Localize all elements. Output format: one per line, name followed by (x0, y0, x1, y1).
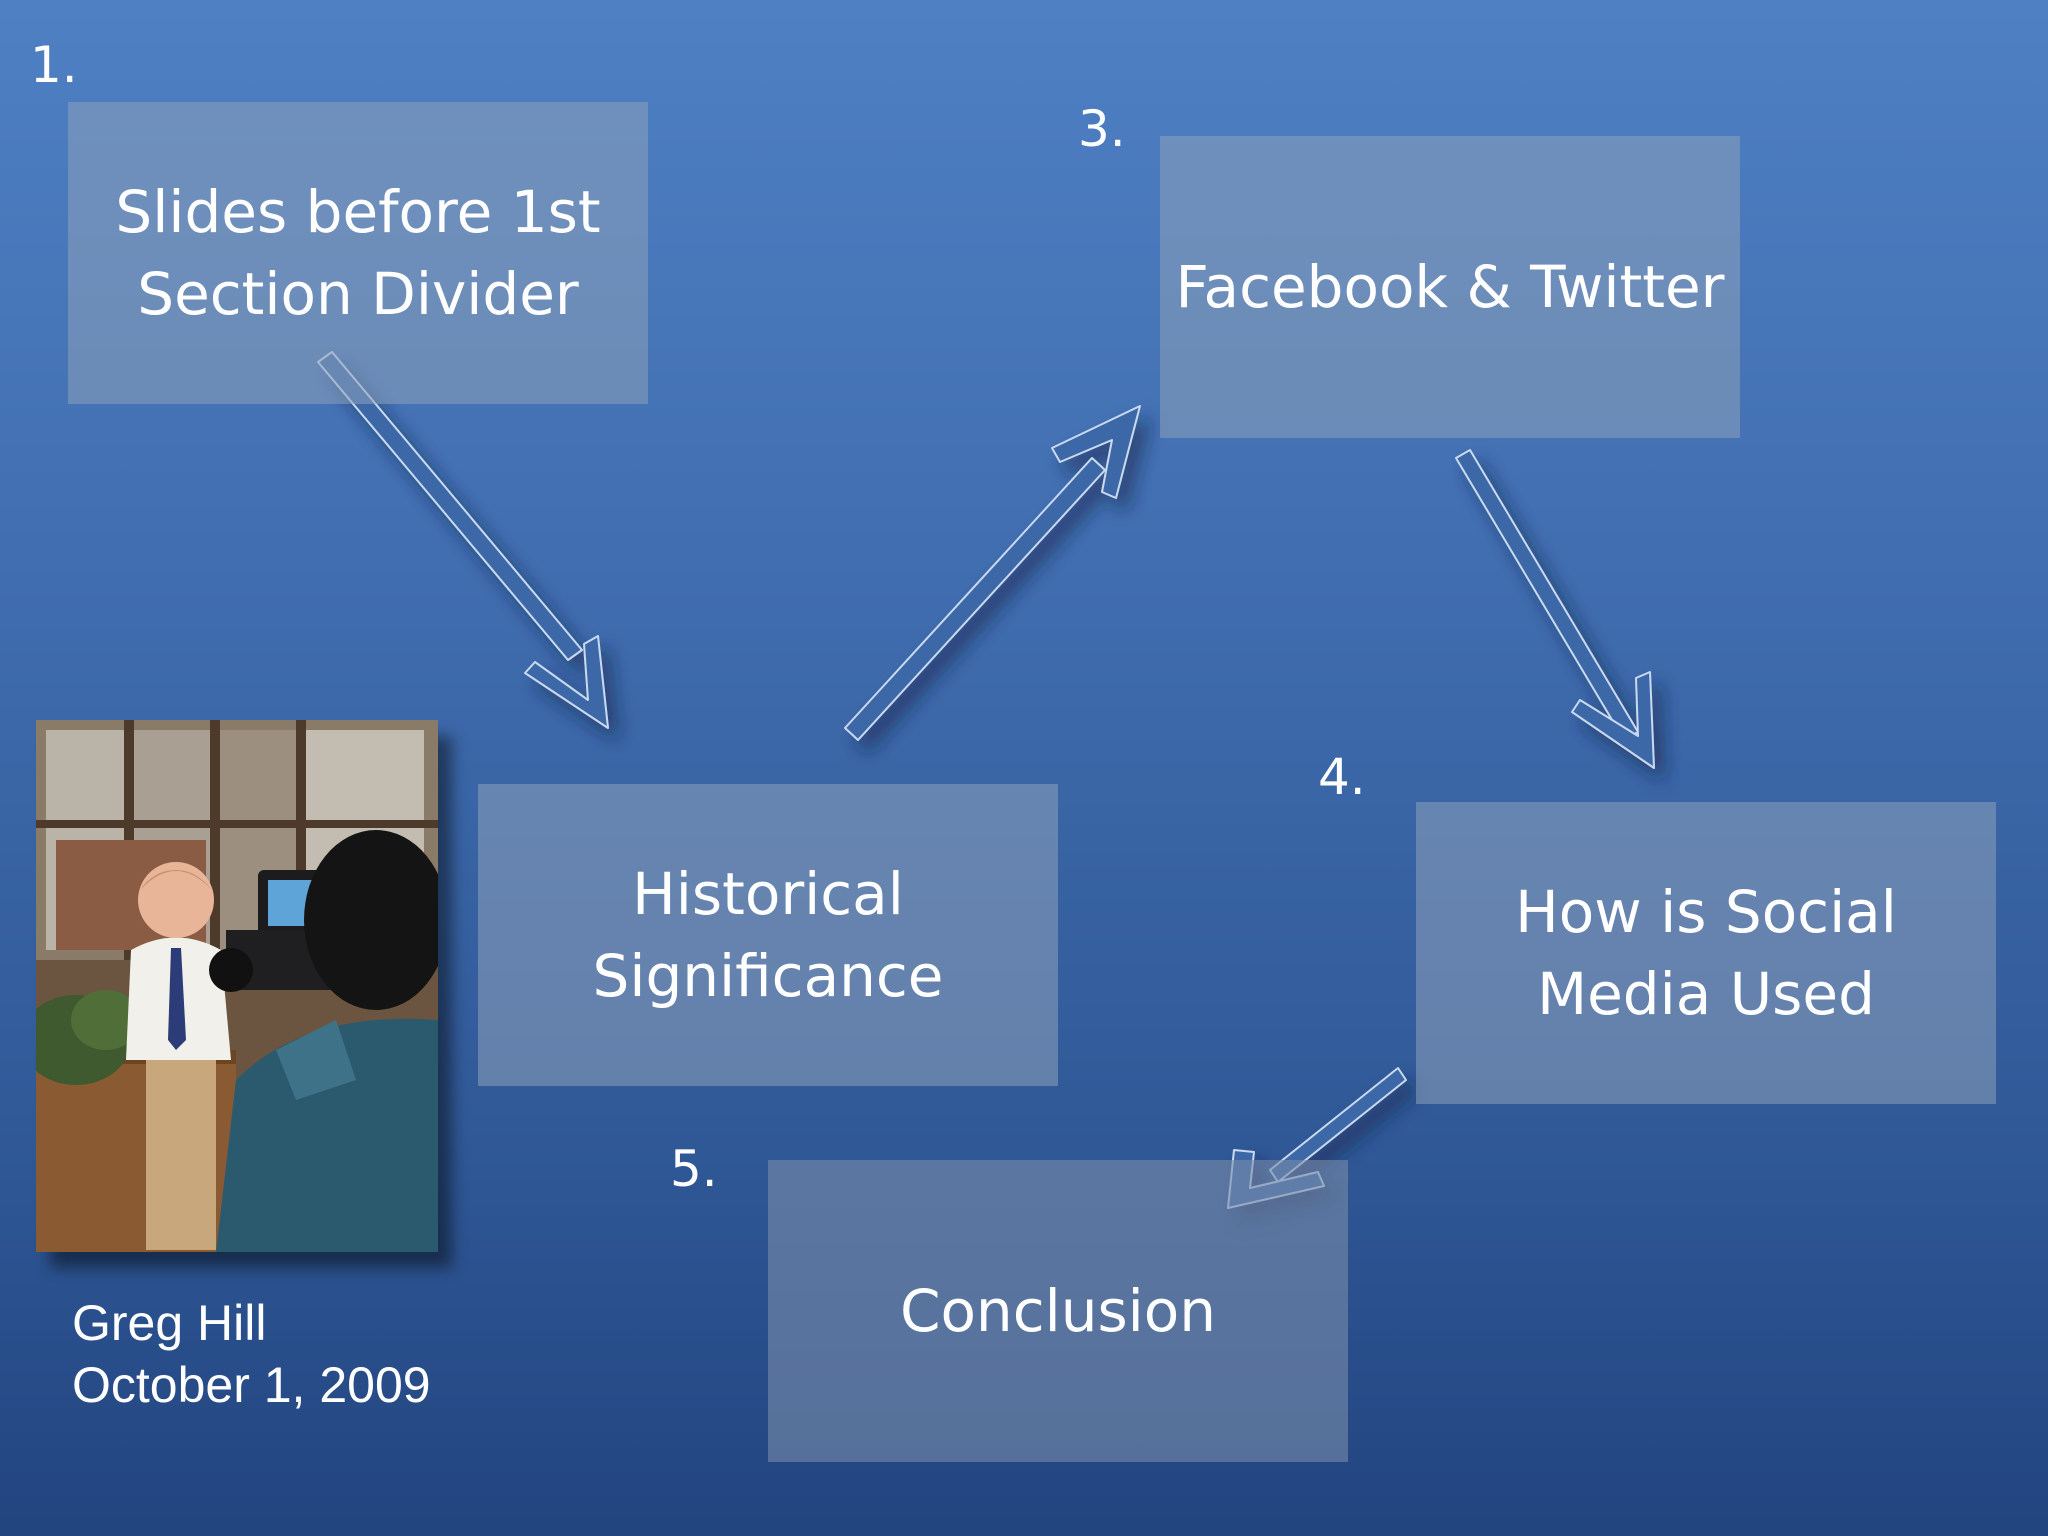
arrow-step3-to-step4 (1455, 449, 1655, 769)
presentation-date: October 1, 2009 (72, 1357, 431, 1413)
step-box-1: Slides before 1st Section Divider (68, 102, 648, 404)
step-number-1: 1. (30, 36, 78, 94)
arrow-step1-to-step2 (317, 351, 609, 729)
step-box-5: Conclusion (768, 1160, 1348, 1462)
speaker-photo (36, 720, 438, 1252)
step-label-4: How is Social Media Used (1515, 878, 1897, 1028)
step-number-4: 4. (1318, 748, 1366, 806)
step-number-3: 3. (1078, 100, 1126, 158)
speaker-caption: Greg Hill October 1, 2009 (72, 1292, 431, 1416)
step-label-2: Historical Significance (592, 860, 944, 1010)
step-label-5: Conclusion (899, 1277, 1217, 1345)
arrow-step2-to-step3 (844, 405, 1141, 741)
step-box-3: Facebook & Twitter (1160, 136, 1740, 438)
step-label-3: Facebook & Twitter (1175, 253, 1725, 321)
step-label-1: Slides before 1st Section Divider (115, 178, 601, 328)
speaker-name: Greg Hill (72, 1295, 267, 1351)
step-box-2: Historical Significance (478, 784, 1058, 1086)
step-box-4: How is Social Media Used (1416, 802, 1996, 1104)
step-number-5: 5. (670, 1140, 718, 1198)
speaker-photo-illustration (36, 720, 438, 1252)
